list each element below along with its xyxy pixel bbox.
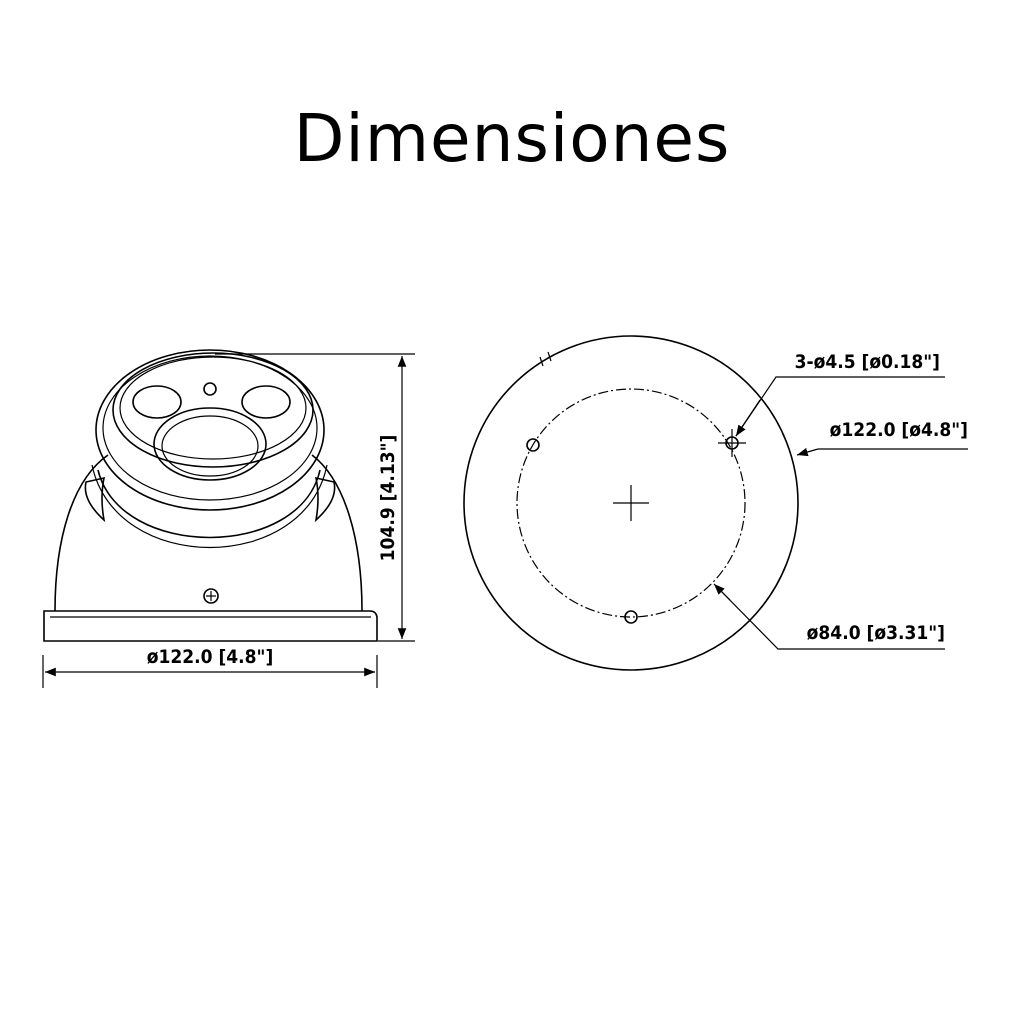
width-dimension-label: ø122.0 [4.8"] <box>147 646 274 668</box>
page-title: Dimensiones <box>293 100 731 177</box>
height-dimension-label: 104.9 [4.13"] <box>377 435 399 562</box>
camera-top-view: 3-ø4.5 [ø0.18"] ø122.0 [ø4.8"] ø84.0 [ø3… <box>463 335 968 671</box>
bolt-circle-label: ø84.0 [ø3.31"] <box>807 622 945 644</box>
outer-diameter-label: ø122.0 [ø4.8"] <box>830 419 968 441</box>
camera-side-view: 104.9 [4.13"] ø122.0 [4.8"] <box>42 349 415 688</box>
hole-dimension-label: 3-ø4.5 [ø0.18"] <box>795 351 940 373</box>
